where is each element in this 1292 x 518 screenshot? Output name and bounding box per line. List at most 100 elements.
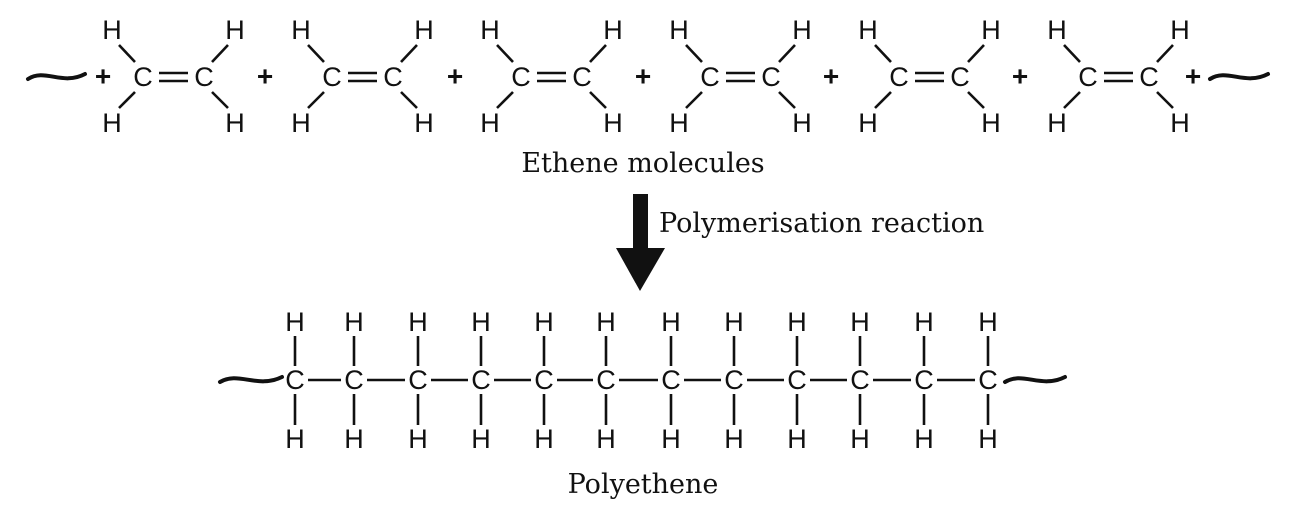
hydrogen-atom: H: [1047, 15, 1067, 45]
single-bond: [118, 91, 136, 109]
carbon-atom: C: [408, 365, 428, 395]
ch2-unit: CH H: [978, 307, 998, 454]
hydrogen-atom: H: [669, 15, 689, 45]
carbon-atom: C: [978, 365, 998, 395]
hydrogen-atom: H: [850, 424, 870, 454]
hydrogen-atom: H: [344, 424, 364, 454]
hydrogen-atom: H: [858, 15, 878, 45]
hydrogen-atom: H: [978, 424, 998, 454]
carbon-atom: C: [322, 62, 342, 92]
plus-sign: +: [257, 61, 273, 92]
hydrogen-atom: H: [914, 424, 934, 454]
hydrogen-atom: H: [102, 15, 122, 45]
carbon-atom: C: [700, 62, 720, 92]
carbon-atom: C: [133, 62, 153, 92]
single-bond: [1156, 91, 1174, 109]
plus-sign: +: [635, 61, 651, 92]
plus-sign: +: [95, 61, 111, 92]
chain-continuation-right: [1003, 375, 1067, 384]
hydrogen-atom: H: [285, 307, 305, 337]
ch2-unit: CH H: [471, 307, 531, 454]
hydrogen-atom: H: [792, 108, 812, 138]
ch2-unit: CH H: [596, 307, 658, 454]
hydrogen-atom: H: [661, 424, 681, 454]
single-bond: [967, 91, 985, 109]
hydrogen-atom: H: [471, 424, 491, 454]
hydrogen-atom: H: [792, 15, 812, 45]
hydrogen-atom: H: [225, 108, 245, 138]
hydrogen-atom: H: [850, 307, 870, 337]
reaction-label: Polymerisation reaction: [659, 208, 984, 239]
carbon-atom: C: [596, 365, 616, 395]
hydrogen-atom: H: [787, 424, 807, 454]
ch2-unit: CHH: [914, 307, 975, 454]
single-bond: [307, 91, 325, 109]
single-bond: [778, 44, 796, 63]
ch2-unit: CHH: [534, 307, 593, 454]
single-bond: [400, 44, 418, 63]
single-bond: [118, 44, 136, 63]
reaction-arrow: [616, 194, 665, 291]
carbon-atom: C: [787, 365, 807, 395]
ch2-unit: CH H: [285, 307, 341, 454]
hydrogen-atom: H: [669, 108, 689, 138]
hydrogen-atom: H: [661, 307, 681, 337]
hydrogen-atom: H: [225, 15, 245, 45]
hydrogen-atom: H: [596, 424, 616, 454]
hydrogen-atom: H: [408, 424, 428, 454]
carbon-atom: C: [285, 365, 305, 395]
single-bond: [496, 44, 514, 63]
hydrogen-atom: H: [858, 108, 878, 138]
single-bond: [685, 44, 703, 63]
carbon-atom: C: [471, 365, 491, 395]
carbon-atom: C: [661, 365, 681, 395]
carbon-atom: C: [383, 62, 403, 92]
hydrogen-atom: H: [480, 108, 500, 138]
carbon-atom: C: [1078, 62, 1098, 92]
single-bond: [400, 91, 418, 109]
carbon-atom: C: [914, 365, 934, 395]
carbon-atom: C: [889, 62, 909, 92]
hydrogen-atom: H: [981, 15, 1001, 45]
hydrogen-atom: H: [408, 307, 428, 337]
hydrogen-atom: H: [724, 424, 744, 454]
plus-sign: +: [823, 61, 839, 92]
single-bond: [967, 44, 985, 63]
hydrogen-atom: H: [480, 15, 500, 45]
hydrogen-atom: H: [978, 307, 998, 337]
carbon-atom: C: [572, 62, 592, 92]
hydrogen-atom: H: [596, 307, 616, 337]
hydrogen-atom: H: [787, 307, 807, 337]
arrow-shaft: [633, 194, 648, 250]
chain-continuation-right: [1208, 72, 1270, 81]
chain-continuation-left: [218, 375, 284, 384]
carbon-atom: C: [194, 62, 214, 92]
hydrogen-atom: H: [603, 15, 623, 45]
ch2-unit: CHH: [724, 307, 784, 454]
single-bond: [211, 44, 229, 63]
polyethene-caption: Polyethene: [568, 469, 719, 500]
hydrogen-atom: H: [1170, 15, 1190, 45]
hydrogen-atom: H: [291, 15, 311, 45]
ch2-unit: CH H: [661, 307, 721, 454]
ethene-caption: Ethene molecules: [521, 148, 764, 179]
plus-sign: +: [1185, 61, 1201, 92]
single-bond: [1063, 91, 1081, 109]
hydrogen-atom: H: [285, 424, 305, 454]
hydrogen-atom: H: [414, 108, 434, 138]
hydrogen-atom: H: [471, 307, 491, 337]
hydrogen-atom: H: [603, 108, 623, 138]
arrow-head: [616, 248, 665, 291]
carbon-atom: C: [1139, 62, 1159, 92]
single-bond: [496, 91, 514, 109]
carbon-atom: C: [724, 365, 744, 395]
